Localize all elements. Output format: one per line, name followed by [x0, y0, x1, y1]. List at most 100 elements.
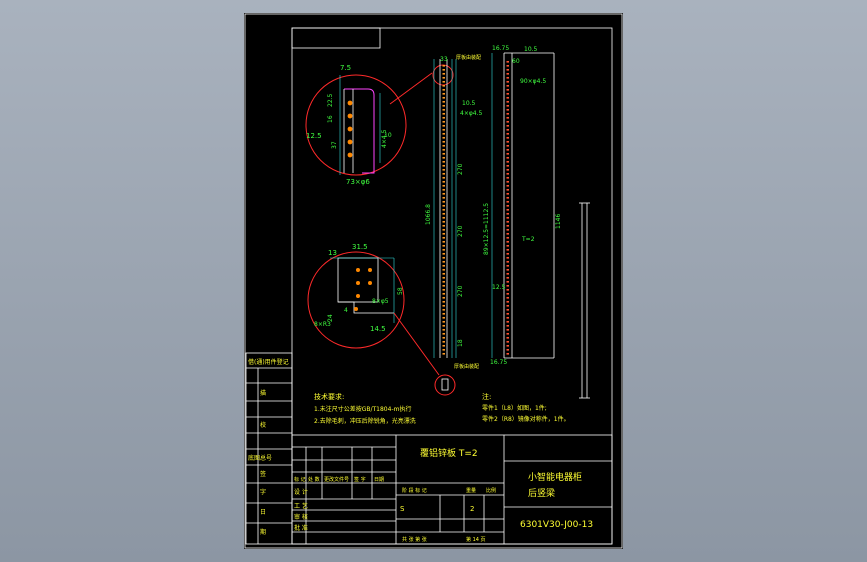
ann-title: 注:	[482, 392, 491, 401]
side-hole	[506, 217, 509, 219]
outer-frame	[244, 13, 623, 549]
detail-a-dim-top: 7.5	[340, 64, 351, 72]
notes-line2: 2.去除毛刺，冲压后除锐角，光亮漂洗	[314, 417, 416, 425]
rail-hole	[442, 205, 445, 207]
strip-desc1: 描	[260, 389, 266, 397]
side-hole	[506, 129, 509, 131]
side-hole	[506, 85, 509, 87]
rail-hole	[442, 181, 445, 183]
detail-a-dim-37: 37	[331, 141, 338, 149]
rail-hole	[442, 221, 445, 223]
rail-hole	[442, 345, 445, 347]
tb-material: 覆铝锌板 T=2	[420, 447, 478, 459]
cad-drawing: 借(通)用件登记 描 校 底图总号 签 字 日 期 7.5 22.5 16 37…	[244, 13, 623, 549]
rail-hole	[442, 149, 445, 151]
side-hole	[506, 93, 509, 95]
detail-b-dim-rad: 8×R3	[314, 321, 331, 328]
rail-hole	[442, 285, 445, 287]
detail-b-dim-4: 4	[344, 307, 348, 314]
side-dim-10: 10.5	[524, 46, 538, 53]
side-hole	[506, 193, 509, 195]
drawing-sheet: 借(通)用件登记 描 校 底图总号 签 字 日 期 7.5 22.5 16 37…	[244, 13, 623, 549]
rail-hole	[442, 237, 445, 239]
main-dim-270a: 270	[457, 163, 464, 175]
side-hole	[506, 325, 509, 327]
side-hole	[506, 333, 509, 335]
strip-ref: 借(通)用件登记	[248, 358, 289, 366]
tb-process: 工 艺	[294, 502, 308, 510]
rail-hole	[442, 229, 445, 231]
technical-notes: 技术要求: 1.未注尺寸公差按GB/T1804-m执行 2.去除毛刺，冲压后除锐…	[314, 392, 570, 425]
rail-hole	[442, 217, 445, 219]
side-hole	[506, 257, 509, 259]
rail-hole	[442, 93, 445, 95]
rail-hole	[442, 313, 445, 315]
main-label-top: 厚板由装配	[456, 54, 481, 61]
side-hole	[506, 349, 509, 351]
detail-a-dim-10: 10	[384, 132, 392, 139]
rail-hole	[442, 225, 445, 227]
rail-hole	[442, 173, 445, 175]
detail-a-dim-22: 22.5	[327, 93, 334, 107]
side-hole	[506, 181, 509, 183]
tb-product-2: 后竖梁	[528, 487, 555, 499]
rail-hole	[442, 233, 445, 235]
detail-b-dim-24: 24	[327, 314, 334, 322]
detail-b-dim-8x8: 8×φ5	[372, 298, 389, 305]
rail-hole	[442, 245, 445, 247]
side-hole	[506, 89, 509, 91]
strip-desc6: 日	[260, 509, 266, 516]
detail-c-part	[441, 378, 449, 391]
side-holes	[506, 61, 509, 355]
rail-hole	[442, 301, 445, 303]
rail-hole	[442, 169, 445, 171]
rail-hole	[442, 261, 445, 263]
tb-sheet-count: 共 张 第 张	[402, 536, 427, 543]
side-hole	[506, 337, 509, 339]
side-hole	[506, 301, 509, 303]
rail-hole	[442, 129, 445, 131]
side-hole	[506, 305, 509, 307]
tb-review: 审 核	[294, 513, 308, 521]
rail-hole	[442, 341, 445, 343]
side-dim-60: 60	[512, 58, 520, 65]
tb-row-qty: 处 数	[308, 476, 320, 483]
rail-hole	[442, 193, 445, 195]
rail-hole	[442, 145, 445, 147]
side-hole	[506, 185, 509, 187]
side-hole	[506, 69, 509, 71]
side-hole	[506, 273, 509, 275]
tb-sheet-num: 第 14 页	[466, 536, 486, 543]
rail-hole	[442, 161, 445, 163]
side-hole	[506, 265, 509, 267]
side-hole	[506, 313, 509, 315]
side-hole	[506, 341, 509, 343]
side-hole	[506, 289, 509, 291]
side-hole	[506, 109, 509, 111]
side-hole	[506, 201, 509, 203]
detail-c-circle	[434, 374, 456, 396]
detail-a-dim-4x4: 4×4.5	[381, 129, 388, 148]
rail-hole	[442, 157, 445, 159]
side-hole	[506, 241, 509, 243]
left-strip: 借(通)用件登记 描 校 底图总号 签 字 日 期	[245, 352, 293, 545]
strip-desc2: 校	[260, 421, 266, 429]
rail-hole	[442, 349, 445, 351]
notes-line1: 1.未注尺寸公差按GB/T1804-m执行	[314, 405, 411, 413]
notes-title: 技术要求:	[314, 392, 344, 401]
main-dim-270b: 270	[457, 225, 464, 237]
rail-hole	[442, 213, 445, 215]
side-hole	[506, 213, 509, 215]
rail-hole	[442, 177, 445, 179]
detail-a-dim-12: 12.5	[306, 132, 322, 140]
detail-b-dim-58: 58	[397, 287, 404, 295]
top-left-code-box	[291, 27, 381, 49]
rail-hole	[442, 165, 445, 167]
side-hole	[506, 137, 509, 139]
tb-product-1: 小智能电器柜	[528, 471, 582, 483]
side-hole	[506, 65, 509, 67]
tb-design: 设 计	[294, 488, 308, 496]
rail-hole	[442, 113, 445, 115]
rail-hole	[442, 249, 445, 251]
side-hole	[506, 133, 509, 135]
